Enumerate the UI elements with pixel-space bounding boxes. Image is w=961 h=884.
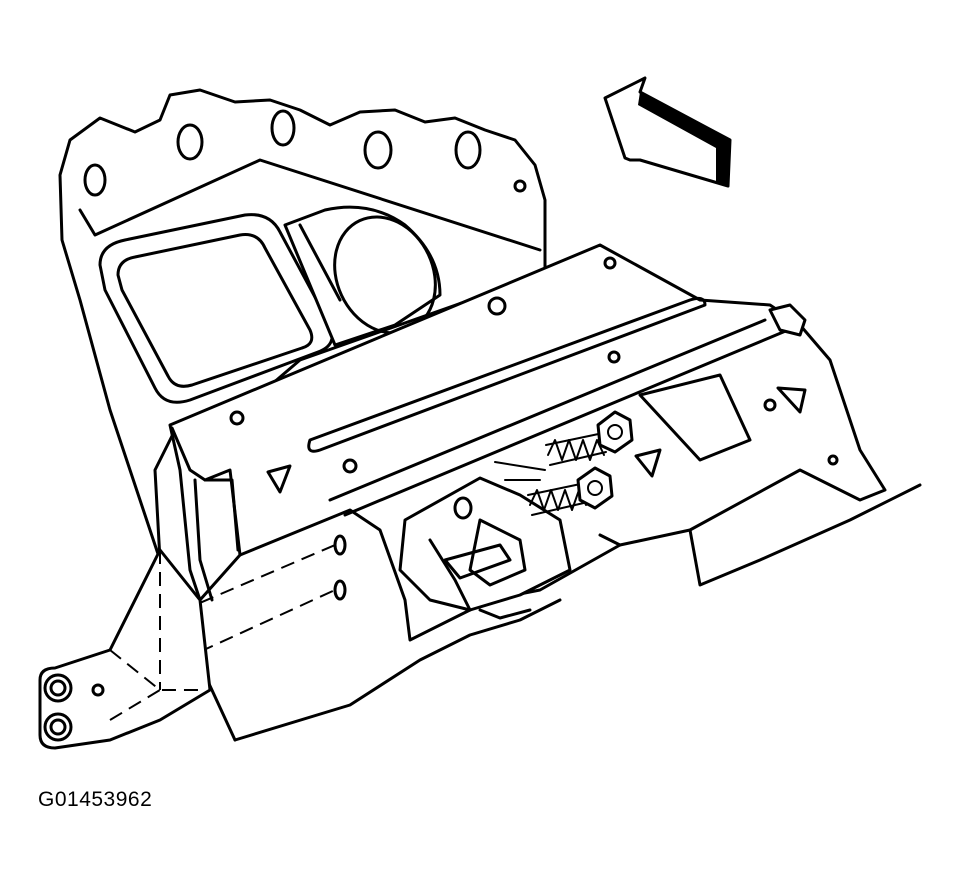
retaining-nut — [596, 410, 634, 454]
main-housing — [168, 243, 922, 742]
spring-mechanism — [398, 410, 634, 620]
locating-stud — [776, 386, 807, 414]
flange-hole — [363, 130, 393, 170]
locating-stud — [634, 448, 662, 478]
arrow-forward-icon — [603, 76, 732, 188]
flange-hole — [270, 109, 296, 147]
figure-id-code: G01453962 — [38, 788, 153, 811]
locating-stud — [266, 464, 292, 494]
round-port — [283, 205, 442, 347]
flange-hole — [454, 130, 482, 170]
retaining-nut — [576, 466, 614, 510]
lower-left-bracket — [38, 548, 212, 750]
flange-hole — [83, 163, 107, 197]
flange-hole — [176, 123, 204, 161]
